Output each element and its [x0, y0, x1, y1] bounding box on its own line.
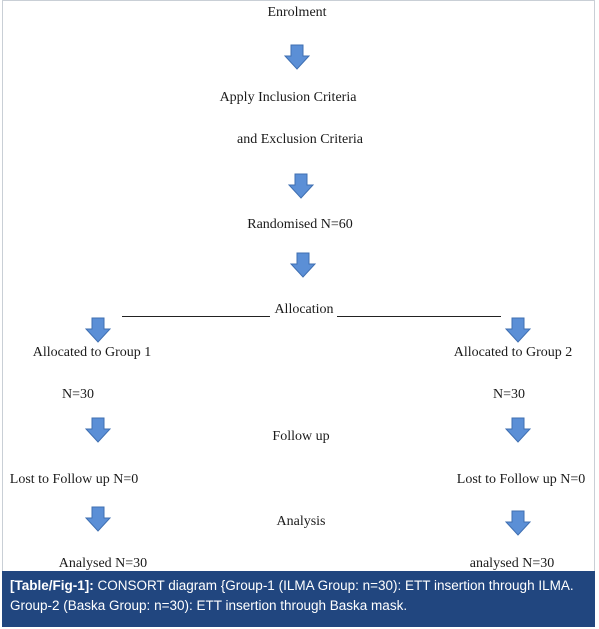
allocated-group1-label: Allocated to Group 1 — [32, 345, 152, 360]
analysed-group2-label: analysed N=30 — [469, 556, 555, 571]
lost-follow-up-group2-label: Lost to Follow up N=0 — [456, 472, 586, 487]
down-arrow-icon — [85, 506, 111, 532]
down-arrow-icon — [284, 44, 310, 70]
down-arrow-icon — [85, 317, 111, 343]
randomised-label: Randomised N=60 — [247, 217, 353, 232]
down-arrow-icon — [288, 173, 314, 199]
follow-up-label: Follow up — [272, 429, 330, 444]
lost-follow-up-group1-label: Lost to Follow up N=0 — [9, 472, 139, 487]
down-arrow-icon — [505, 417, 531, 443]
analysis-label: Analysis — [276, 514, 326, 529]
down-arrow-icon — [505, 317, 531, 343]
allocation-line-right — [337, 316, 501, 317]
figure-caption: [Table/Fig-1]: CONSORT diagram {Group-1 … — [2, 571, 595, 627]
allocation-line-left — [122, 316, 270, 317]
caption-label: [Table/Fig-1]: — [10, 578, 94, 593]
inclusion-criteria-label: Apply Inclusion Criteria — [219, 90, 357, 105]
down-arrow-icon — [290, 252, 316, 278]
allocated-group2-label: Allocated to Group 2 — [453, 345, 573, 360]
down-arrow-icon — [85, 417, 111, 443]
group2-n-label: N=30 — [492, 387, 526, 402]
exclusion-criteria-label: and Exclusion Criteria — [237, 132, 363, 147]
caption-text: CONSORT diagram {Group-1 (ILMA Group: n=… — [10, 578, 574, 613]
allocation-label: Allocation — [274, 302, 334, 317]
down-arrow-icon — [505, 510, 531, 536]
analysed-group1-label: Analysed N=30 — [58, 556, 148, 571]
enrolment-label: Enrolment — [267, 5, 327, 20]
group1-n-label: N=30 — [61, 387, 95, 402]
